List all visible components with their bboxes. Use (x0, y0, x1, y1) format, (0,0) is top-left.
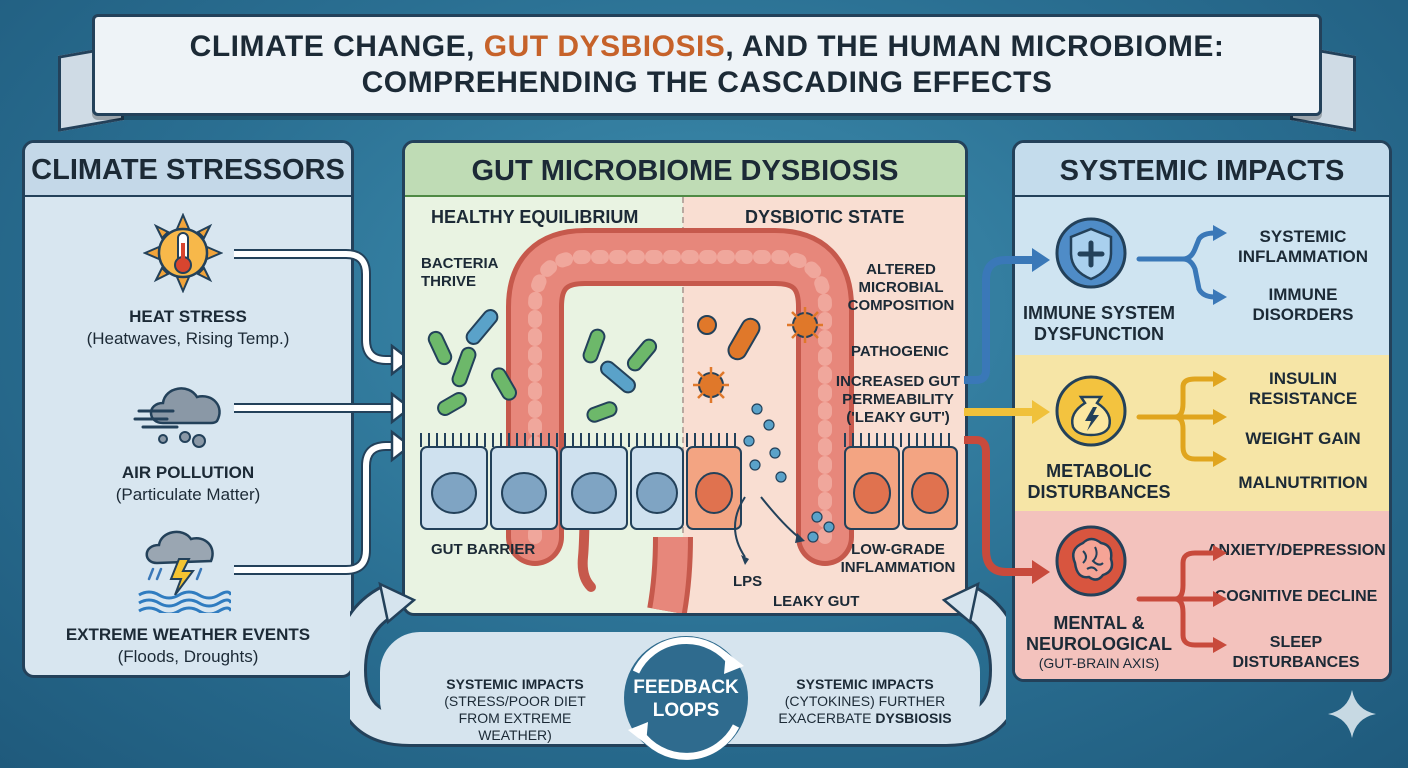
gut-to-impacts-arrows (964, 248, 1050, 584)
extreme-weather-title: EXTREME WEATHER EVENTS (65, 625, 311, 644)
leaky-gut-label: LEAKY GUT (773, 593, 860, 610)
gut-barrier-label: GUT BARRIER (431, 541, 536, 558)
feedback-loops-label: FEEDBACK LOOPS (633, 677, 739, 721)
zone-divider (682, 197, 684, 613)
systemic-impacts-heading: SYSTEMIC IMPACTS (1015, 143, 1389, 197)
feedback-left-line-3: FROM EXTREME WEATHER) (458, 710, 572, 743)
immune-outcome-2: IMMUNE DISORDERS (1252, 285, 1354, 324)
gut-dysbiosis-panel: GUT MICROBIOME DYSBIOSIS HEALTHY EQUILIB… (402, 140, 968, 616)
heat-stress-sub: (Heatwaves, Rising Temp.) (86, 329, 290, 348)
gut-brain-axis-label: (GUT-BRAIN AXIS) (1038, 655, 1160, 671)
feedback-loop-circle (624, 636, 748, 760)
title-line-2: COMPREHENDING THE CASCADING EFFECTS (361, 66, 1053, 99)
feedback-right-line-2: (CYTOKINES) FURTHER (784, 693, 946, 709)
immune-outcome-1: SYSTEMIC INFLAMMATION (1238, 227, 1368, 266)
stressor-arrows (234, 249, 412, 575)
altered-composition-label: ALTERED MICROBIAL COMPOSITION (847, 261, 955, 314)
sun-thermometer-icon (143, 213, 223, 293)
shield-cross-icon (1055, 217, 1127, 289)
sparkle-icon (1328, 690, 1376, 738)
gut-dysbiosis-heading: GUT MICROBIOME DYSBIOSIS (405, 143, 965, 197)
metabolic-outcome-3: MALNUTRITION (1238, 473, 1368, 492)
air-pollution-sub: (Particulate Matter) (115, 485, 261, 504)
dysbiotic-heading: DYSBIOTIC STATE (745, 207, 905, 227)
title-part-1: CLIMATE CHANGE, (189, 30, 484, 63)
extreme-weather-sub: (Floods, Droughts) (117, 647, 259, 666)
metabolic-label: METABOLIC DISTURBANCES (1027, 461, 1171, 502)
inflammation-label: LOW-GRADE INFLAMMATION (840, 541, 956, 576)
title-banner: CLIMATE CHANGE, GUT DYSBIOSIS, AND THE H… (92, 14, 1322, 116)
money-bag-icon (1055, 375, 1127, 447)
bacteria-thrive-label: BACTERIA THRIVE (421, 255, 498, 290)
pathogenic-label: PATHOGENIC (851, 343, 949, 360)
metabolic-outcome-2: WEIGHT GAIN (1245, 429, 1361, 448)
feedback-left-line-1: SYSTEMIC IMPACTS (446, 676, 584, 692)
air-pollution-title: AIR POLLUTION (121, 463, 255, 482)
mental-outcome-3: SLEEP DISTURBANCES (1232, 634, 1360, 671)
systemic-impacts-panel: SYSTEMIC IMPACTS IMMUNE SYSTEM DYSFUNCTI… (1012, 140, 1392, 682)
feedback-left-line-2: (STRESS/POOR DIET (444, 693, 586, 709)
feedback-right-line-3b: DYSBIOSIS (875, 710, 952, 726)
mental-outcome-2: COGNITIVE DECLINE (1214, 588, 1378, 605)
lps-label: LPS (733, 573, 763, 590)
immune-label: IMMUNE SYSTEM DYSFUNCTION (1022, 303, 1175, 344)
title-line-1: CLIMATE CHANGE, GUT DYSBIOSIS, AND THE H… (190, 29, 1225, 65)
feedback-left-text: SYSTEMIC IMPACTS (STRESS/POOR DIET FROM … (420, 676, 610, 744)
feedback-right-line-1: SYSTEMIC IMPACTS (796, 676, 934, 692)
mental-outcome-1: ANXIETY/DEPRESSION (1207, 542, 1386, 559)
title-accent: GUT DYSBIOSIS (483, 30, 726, 63)
smog-cloud-icon (133, 387, 221, 448)
mental-label: MENTAL & NEUROLOGICAL (1026, 613, 1172, 654)
healthy-heading: HEALTHY EQUILIBRIUM (431, 207, 639, 227)
climate-stressors-heading: CLIMATE STRESSORS (25, 143, 351, 197)
feedback-right-text: SYSTEMIC IMPACTS (CYTOKINES) FURTHER EXA… (770, 676, 960, 727)
feedback-right-line-3a: EXACERBATE (778, 710, 876, 726)
storm-flood-icon (138, 530, 231, 613)
permeability-label: INCREASED GUT PERMEABILITY ('LEAKY GUT') (835, 373, 961, 426)
gut-illustration (420, 228, 958, 613)
metabolic-outcome-1: INSULIN RESISTANCE (1248, 369, 1358, 408)
title-part-2: , AND THE HUMAN MICROBIOME: (725, 30, 1225, 63)
heat-stress-title: HEAT STRESS (129, 307, 247, 326)
outcome-arrows (1136, 225, 1227, 653)
brain-icon (1055, 525, 1127, 597)
